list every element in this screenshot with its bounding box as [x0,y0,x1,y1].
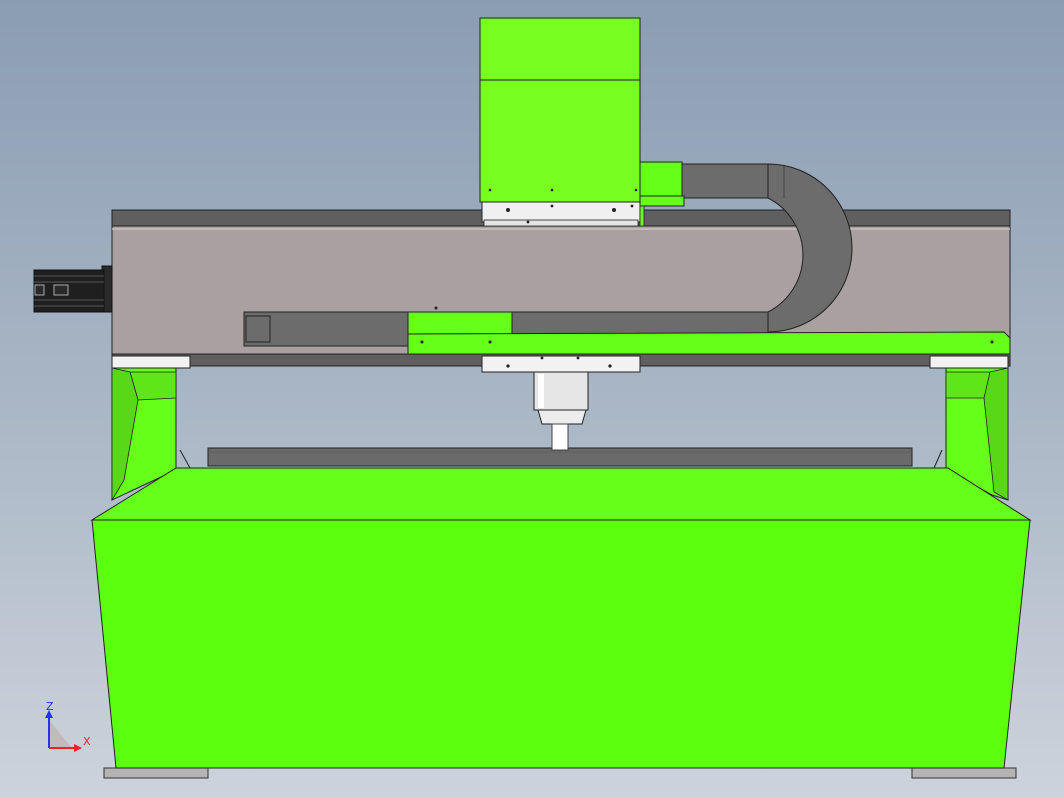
base-foot-right [911,767,1017,779]
x-carriage-plate [407,306,1011,355]
work-table [207,447,913,467]
bracket-right [933,449,943,469]
x-arrow-icon [74,744,82,752]
x-axis-label: X [83,735,91,748]
spindle-motor-icon [479,17,685,207]
axis-triad: Z X [45,700,91,752]
base-foot-left [103,767,209,779]
spindle-mount-block [481,355,641,373]
gantry-end-block-right [929,355,1009,369]
left-column-leg [111,367,177,502]
right-column-leg [945,367,1009,501]
gantry-end-block-left [111,355,191,369]
z-carriage-plate [481,201,645,227]
servo-motor-icon [33,265,113,313]
machine-bed [90,467,1032,769]
bracket-left [179,449,191,469]
spindle-icon [533,371,589,451]
z-axis-label: Z [46,700,54,713]
z-arrow-icon [45,710,53,718]
